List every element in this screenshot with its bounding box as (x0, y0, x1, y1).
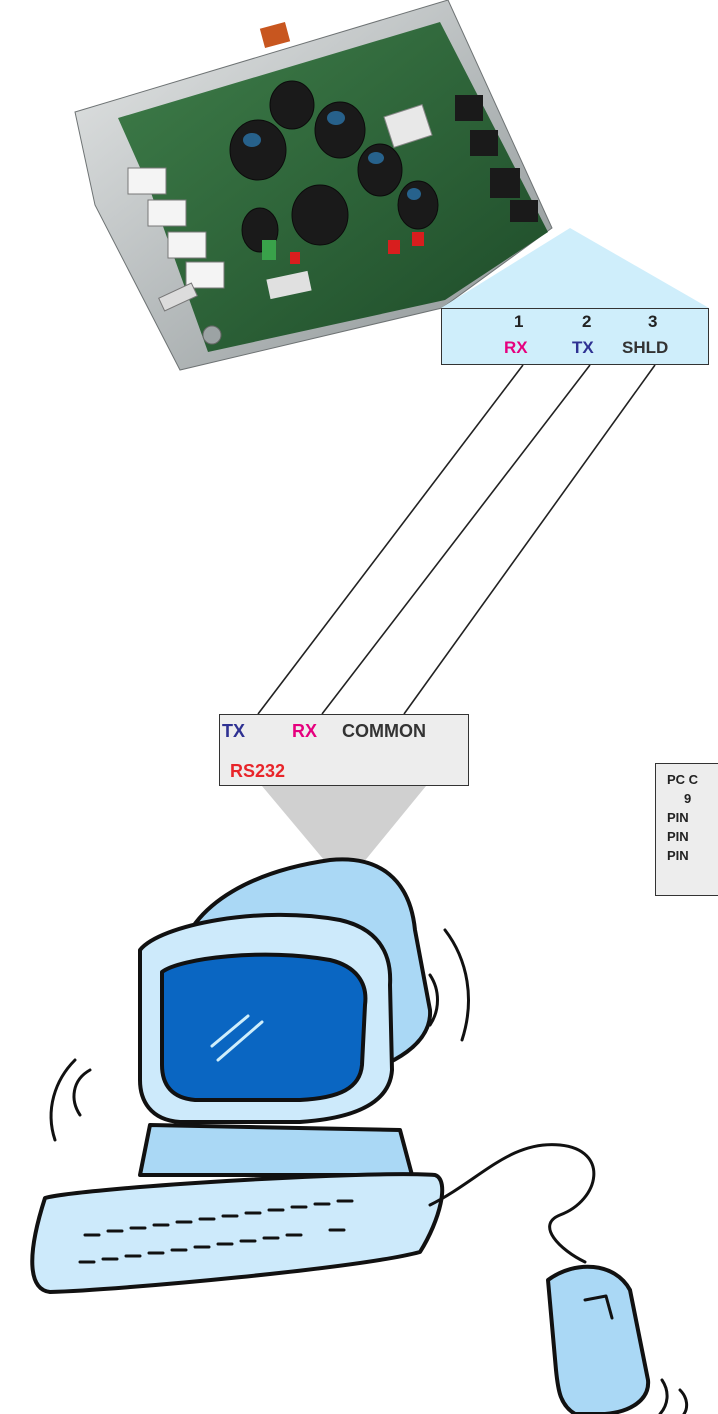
pc-tx-label: TX (222, 721, 246, 741)
drive-rx-label: RX (504, 338, 528, 357)
wire-rx-to-tx (257, 364, 524, 715)
wire-tx-to-rx (321, 364, 591, 715)
pin-number-2: 2 (582, 312, 592, 331)
pin-number-1: 1 (514, 312, 524, 331)
pin-number-3: 3 (648, 312, 658, 331)
drive-connector-callout (441, 228, 709, 308)
pc-rs232-port-block: TX RX COMMON RS232 (219, 714, 469, 786)
drive-pin-block: 1 2 3 RX TX SHLD (441, 308, 709, 365)
rs232-label: RS232 (230, 761, 286, 781)
computer-illustration (30, 857, 689, 1414)
motor-drive-board-image (74, 0, 553, 371)
drive-shld-label: SHLD (622, 338, 669, 357)
pc-rx-label: RX (292, 721, 318, 741)
wire-shld-to-common (403, 364, 656, 715)
serial-cable (257, 364, 656, 715)
drive-tx-label: TX (572, 338, 594, 357)
pc-common-label: COMMON (342, 721, 426, 741)
pc-port-callout (262, 786, 426, 885)
